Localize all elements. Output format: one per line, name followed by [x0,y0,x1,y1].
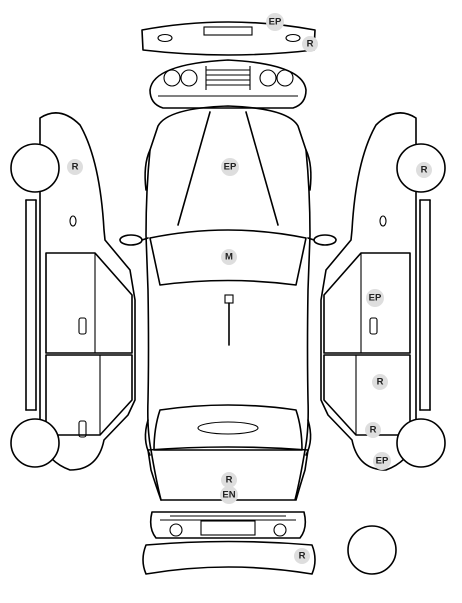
marker-right-rear-fender[interactable]: EP [373,452,391,470]
marker-right-front-door[interactable]: EP [366,289,384,307]
marker-trunk-bottom[interactable]: EN [220,486,238,504]
marker-front-bumper[interactable]: EP [266,13,284,31]
marker-roof[interactable]: M [221,249,237,265]
marker-right-rear-wheel-arch[interactable]: R [365,422,381,438]
front-bumper[interactable] [141,21,316,56]
marker-right-front-wheel[interactable]: R [416,162,432,178]
spare-wheel[interactable] [347,525,397,575]
svg-text:EP: EP [224,162,237,173]
svg-text:R: R [72,162,79,173]
svg-text:EP: EP [376,456,389,467]
svg-text:EN: EN [222,490,235,501]
marker-trunk-top[interactable]: R [221,472,237,488]
front-view[interactable] [149,59,307,109]
rear-view[interactable] [149,511,307,539]
svg-text:EP: EP [369,293,382,304]
svg-text:R: R [307,39,314,50]
svg-text:R: R [226,475,233,486]
rear-bumper[interactable] [142,540,316,575]
svg-text:R: R [299,551,306,562]
marker-rear-bumper-corner[interactable]: R [294,548,310,564]
svg-text:M: M [225,252,233,263]
marker-left-front-wheel[interactable]: R [67,159,83,175]
left-side-view[interactable] [10,112,136,471]
svg-text:R: R [377,377,384,388]
marker-right-rear-door[interactable]: R [372,374,388,390]
marker-front-bumper-corner[interactable]: R [302,36,318,52]
car-top-view[interactable] [119,105,337,501]
svg-text:R: R [421,165,428,176]
svg-text:R: R [370,425,377,436]
marker-hood[interactable]: EP [221,158,239,176]
svg-text:EP: EP [269,17,282,28]
